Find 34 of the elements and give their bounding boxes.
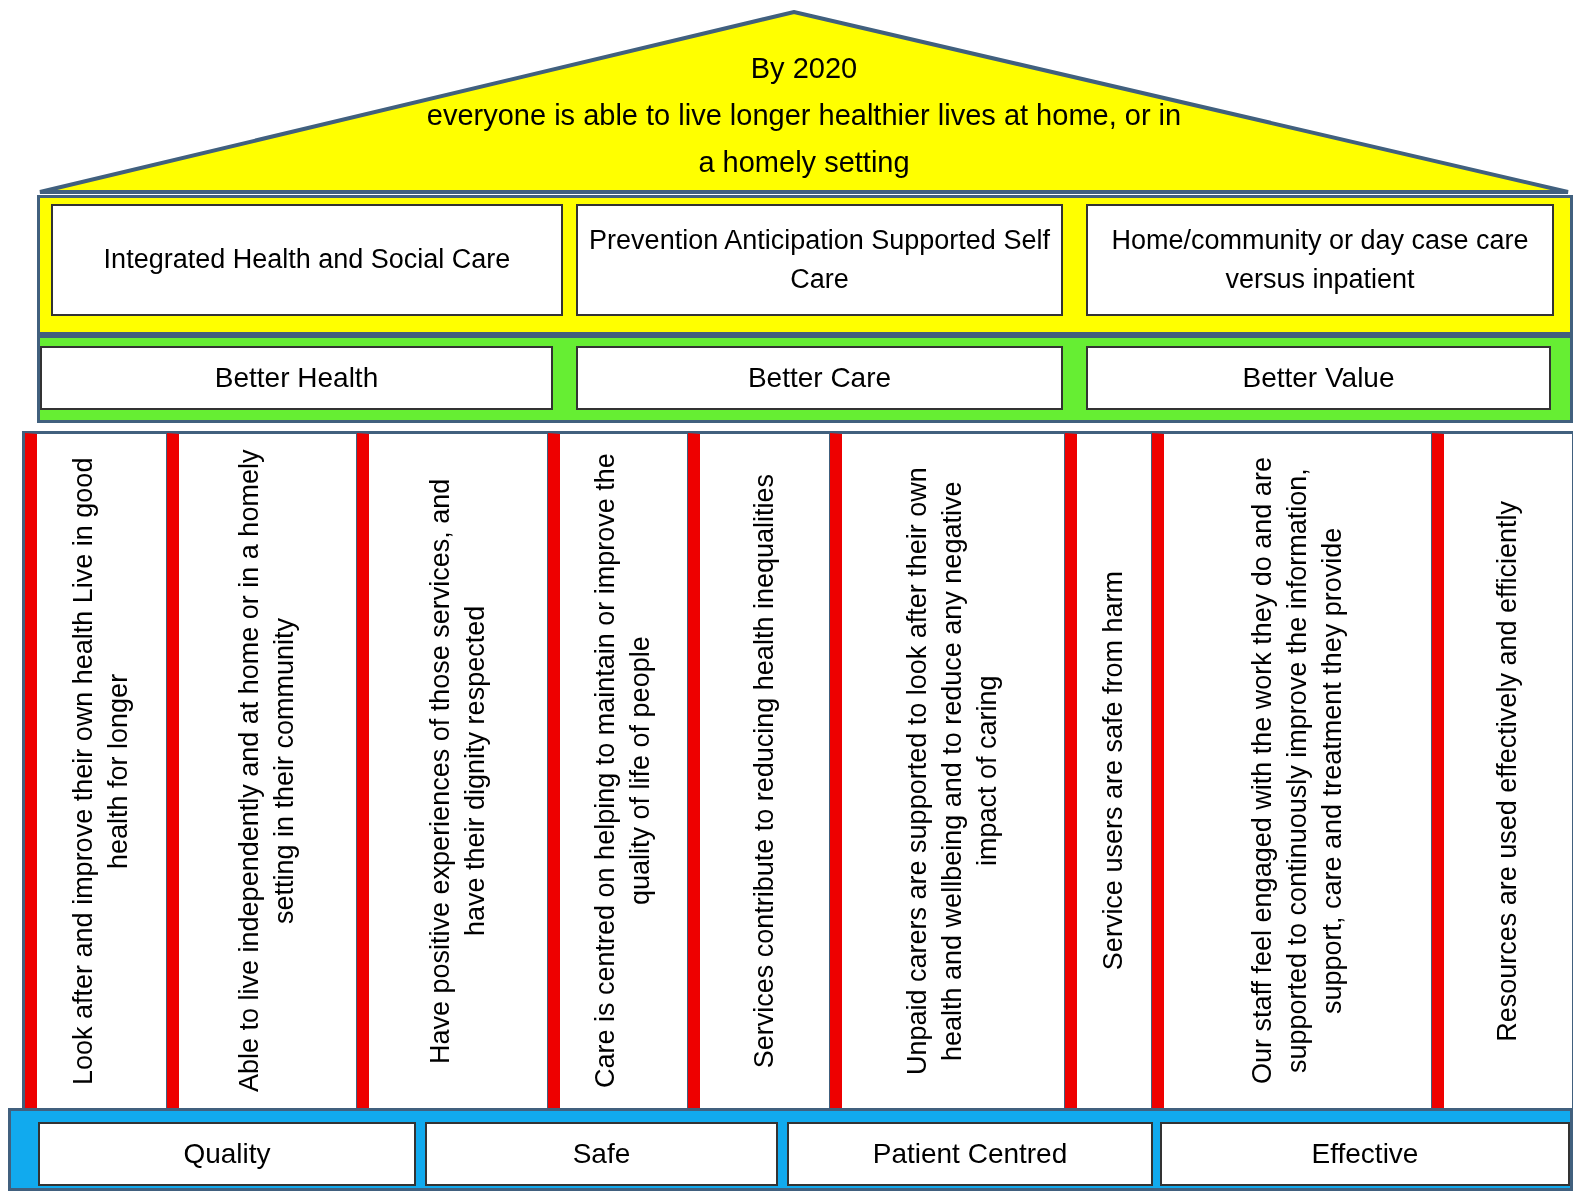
pillar	[830, 433, 1065, 1109]
roof-triangle	[38, 10, 1570, 194]
band-panel	[8, 1108, 1573, 1191]
band-panel	[37, 195, 1573, 335]
label-box: Safe	[425, 1122, 778, 1186]
label-box: Better Value	[1086, 346, 1551, 410]
pillar-text: Have positive experiences of those services, and have their dignity respected	[423, 477, 491, 1066]
pillar	[357, 433, 548, 1109]
pillar-text: Service users are safe from harm	[1097, 571, 1130, 971]
pillar	[1065, 433, 1152, 1109]
pillar	[548, 433, 688, 1109]
pillar	[1432, 433, 1573, 1109]
label-box: Integrated Health and Social Care	[51, 204, 563, 316]
pillar-text: Our staff feel engaged with the work they do and are supported to continuously improve the information, support, care and treatment they provide	[1245, 456, 1349, 1087]
pillar-text: Able to live independently and at home or in a homely setting in their community	[233, 448, 301, 1095]
pillar-text: Services contribute to reducing health inequalities	[747, 473, 780, 1069]
label-box: Quality	[38, 1122, 416, 1186]
label-box: Home/community or day case care versus inpatient	[1086, 204, 1554, 316]
pillar	[25, 433, 167, 1109]
pillar-text: Look after and improve their own health Live in good health for longer	[67, 456, 135, 1087]
roof-text: By 2020	[750, 51, 858, 86]
pillar	[688, 433, 830, 1109]
pillar-text: Resources are used effectively and efficiently	[1491, 500, 1524, 1042]
label-box: Prevention Anticipation Supported Self Care	[576, 204, 1063, 316]
label-box: Effective	[1160, 1122, 1570, 1186]
pillar	[167, 433, 357, 1109]
pillar-text: Care is centred on helping to maintain or improve the quality of life of people	[589, 452, 657, 1091]
roof-text: everyone is able to live longer healthier lives at home, or in a homely setting	[425, 98, 1183, 180]
label-box: Better Health	[40, 346, 553, 410]
pillar	[1152, 433, 1432, 1109]
label-box: Better Care	[576, 346, 1063, 410]
label-box: Patient Centred	[787, 1122, 1153, 1186]
band-panel	[37, 335, 1573, 423]
pillar-text: Unpaid carers are supported to look after their own health and wellbeing and to reduce any negative impact of caring	[901, 466, 1004, 1077]
